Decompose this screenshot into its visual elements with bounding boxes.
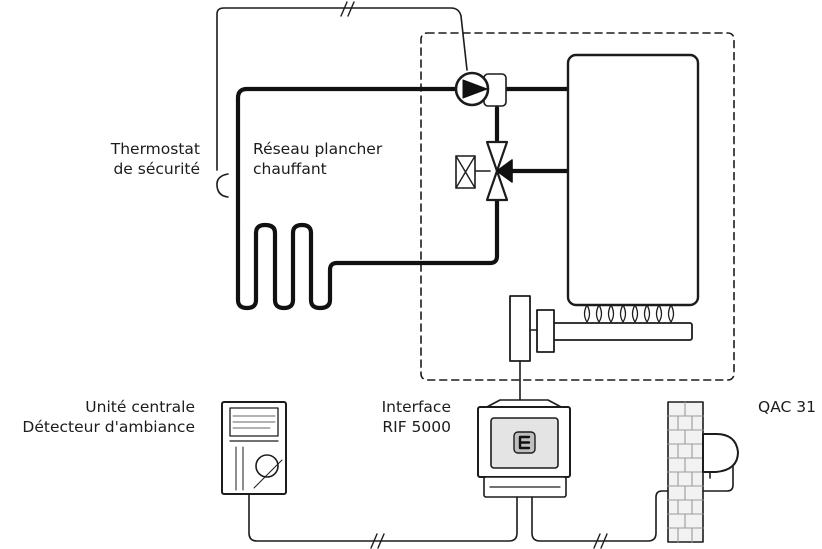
control-module: [509, 295, 531, 362]
burner-controller: [536, 309, 555, 353]
unite-label-line2: Détecteur d'ambiance: [22, 418, 195, 436]
thermostat-bulb: [216, 173, 229, 198]
wire-break-top: [340, 1, 355, 17]
unite-label-line1: Unité centrale: [85, 398, 195, 416]
thermostat-wire: [216, 7, 468, 171]
unite-label: Unité centrale Détecteur d'ambiance: [4, 397, 195, 437]
floor-heating-pipe: [235, 86, 500, 311]
thermostat-label: Thermostat de sécurité: [60, 139, 200, 179]
boiler-enclosure: [420, 32, 735, 381]
interface-device: [477, 399, 571, 498]
outdoor-sensor: [702, 433, 739, 479]
circulation-pump: [454, 71, 507, 107]
interface-sensor-wire: [531, 461, 734, 542]
valve-actuator: [455, 155, 476, 189]
thermostat-label-line2: de sécurité: [113, 160, 200, 178]
qac-label: QAC 31: [758, 397, 820, 417]
three-way-valve: [474, 140, 513, 202]
burner-bar: [552, 322, 693, 341]
wire-break-bottom-1: [370, 533, 385, 549]
interface-label-line2: RIF 5000: [382, 418, 451, 436]
boiler-tank: [566, 53, 700, 307]
wire-break-bottom-2: [593, 533, 608, 549]
reseau-label-line2: chauffant: [253, 160, 327, 178]
burner-flames: [583, 304, 675, 323]
interface-label: Interface RIF 5000: [330, 397, 451, 437]
thermostat-label-line1: Thermostat: [110, 140, 200, 158]
qac-label-text: QAC 31: [758, 398, 817, 416]
brick-wall: [667, 401, 704, 543]
interface-unit-wire: [248, 493, 518, 542]
central-unit: [221, 401, 287, 495]
reseau-label-line1: Réseau plancher: [253, 140, 383, 158]
interface-label-line1: Interface: [381, 398, 451, 416]
reseau-label: Réseau plancher chauffant: [253, 139, 443, 179]
